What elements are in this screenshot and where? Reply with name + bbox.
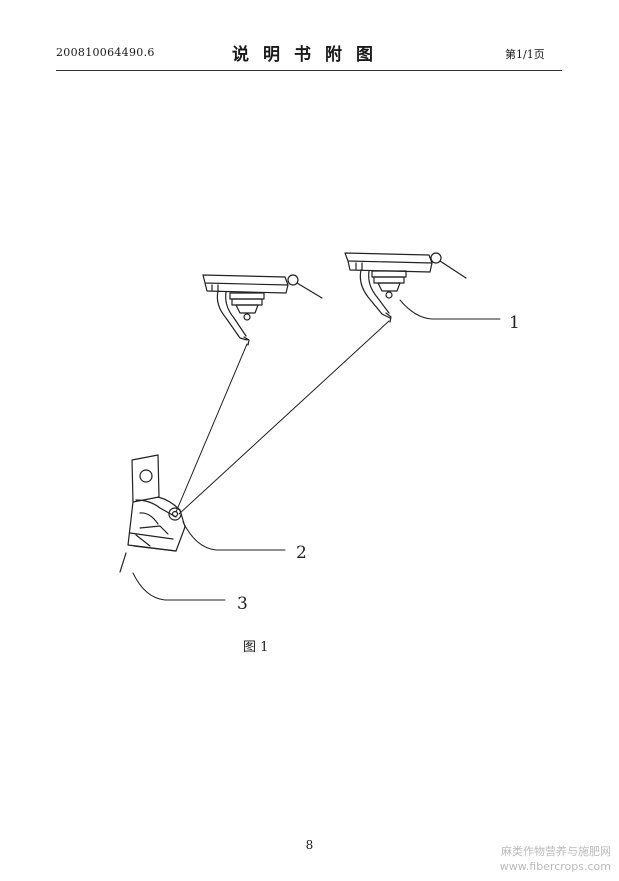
watermark: 麻类作物营养与施肥网 www.fibercrops.com xyxy=(500,844,611,874)
leader-line-3 xyxy=(132,572,226,601)
callout-label-1: 1 xyxy=(509,313,520,333)
leader-line-2 xyxy=(182,521,286,551)
base-bracket xyxy=(119,454,186,573)
page-number: 8 xyxy=(305,838,314,852)
leader-line-1 xyxy=(399,299,501,320)
figure-caption: 图 1 xyxy=(243,640,269,655)
lamp-unit-right xyxy=(344,252,467,323)
cable-left xyxy=(175,343,248,513)
cable-right xyxy=(178,320,390,515)
document-title: 说明书附图 xyxy=(232,45,387,65)
callout-label-3: 3 xyxy=(237,594,248,614)
callout-label-2: 2 xyxy=(296,543,307,563)
watermark-line-1: 麻类作物营养与施肥网 xyxy=(501,845,611,858)
page-info: 第1/1页 xyxy=(505,48,545,61)
header-rule xyxy=(56,70,562,71)
application-number: 200810064490.6 xyxy=(56,46,155,59)
lamp-unit-left xyxy=(202,274,323,346)
watermark-line-2: www.fibercrops.com xyxy=(499,860,611,873)
